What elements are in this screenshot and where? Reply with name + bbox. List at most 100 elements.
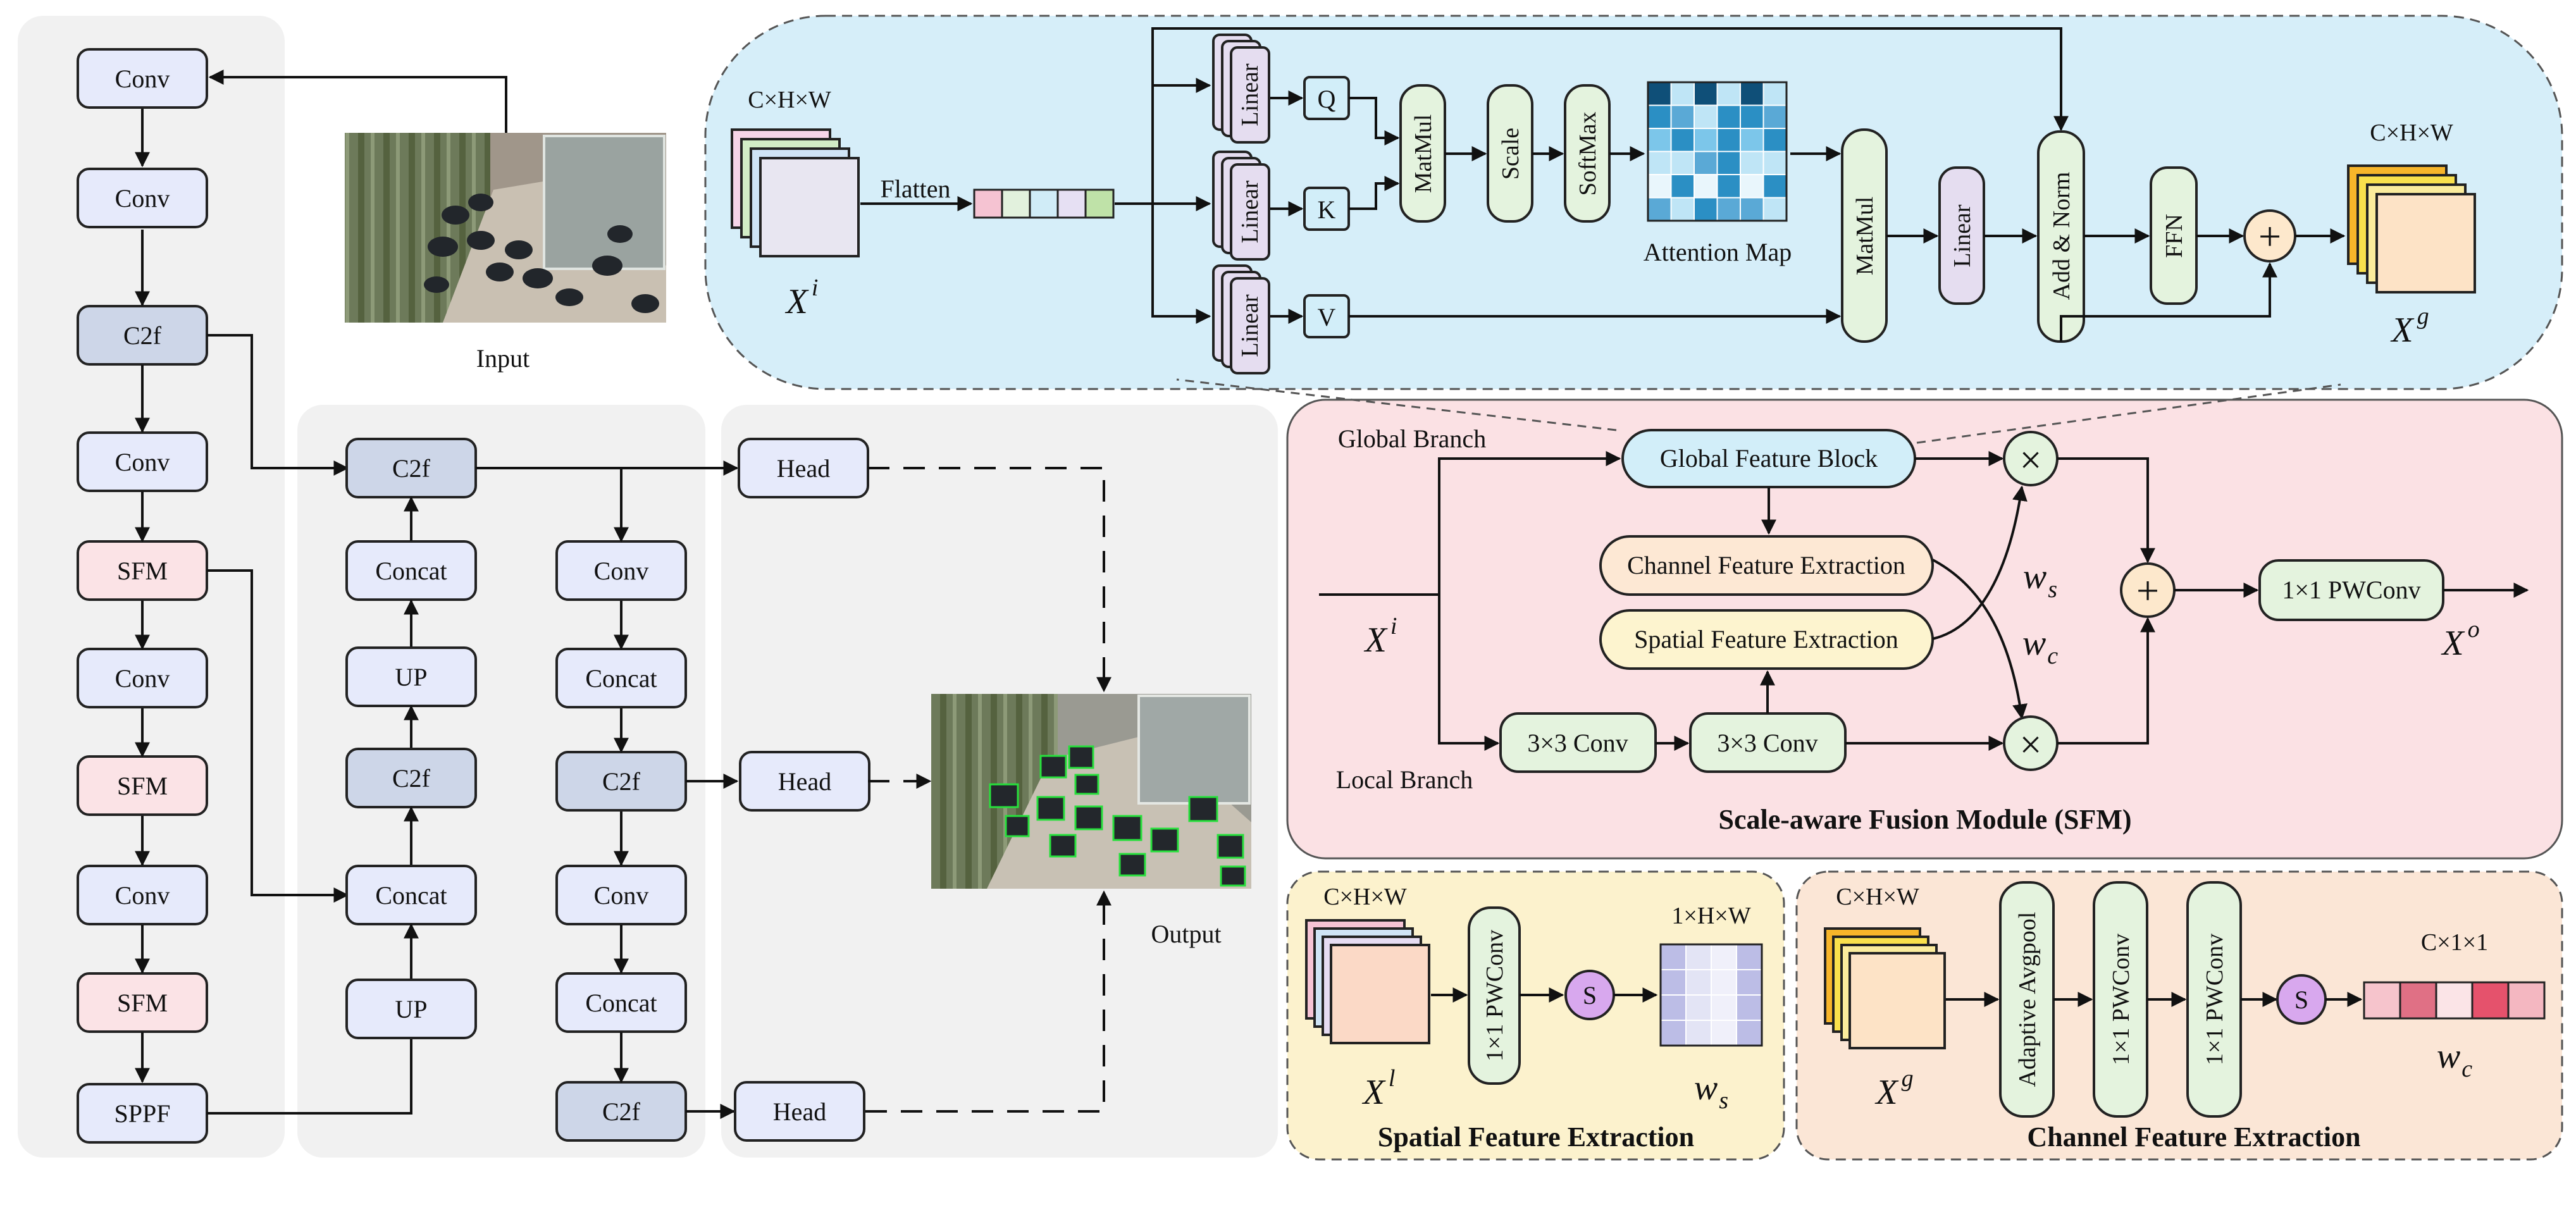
neck-down-block-4: Conv	[555, 865, 687, 925]
spatial-input-stack	[1305, 919, 1430, 1044]
attention-cell	[1716, 151, 1741, 175]
channel-fe-label: Channel Feature Extraction	[1627, 551, 1905, 579]
backbone-block-5-label: SFM	[117, 557, 168, 585]
attention-cell	[1647, 174, 1672, 199]
arrow-input-to-conv	[208, 70, 507, 133]
channel-feature-panel	[1795, 870, 2563, 1161]
head-2: Head	[739, 751, 870, 812]
attention-cell	[1694, 82, 1718, 106]
head-1-label: Head	[777, 454, 830, 483]
backbone-block-3-label: C2f	[123, 321, 162, 350]
attention-cell	[1740, 197, 1764, 221]
q-label: Q	[1318, 85, 1336, 113]
mul-local-symbol: ×	[2020, 724, 2042, 767]
attention-cell	[1740, 151, 1764, 175]
arrow-mul-local-add	[2057, 617, 2155, 744]
channel-out-var: wc	[2437, 1037, 2472, 1082]
attention-cell	[1762, 174, 1787, 199]
channel-vector-cell	[2471, 981, 2510, 1020]
arrow-to-global-block	[1438, 451, 1621, 595]
neck-down-block-2: Concat	[555, 648, 687, 708]
neck-up-block-6-box	[345, 979, 477, 1039]
arrow-to-local-conv	[1438, 595, 1500, 751]
neck-up-block-4: C2f	[345, 748, 477, 808]
neck-down-block-3-label: C2f	[602, 767, 641, 796]
arrow-residual	[1151, 27, 2069, 132]
backbone-block-7-label: SFM	[117, 772, 168, 800]
channel-vector-cell	[2363, 981, 2401, 1020]
gfb-out-dims: C×H×W	[2370, 120, 2453, 146]
head-3-label: Head	[773, 1097, 826, 1126]
spatial-map-cell	[1660, 944, 1687, 970]
neck-down-block-6-label: C2f	[602, 1097, 641, 1126]
matmul1-label: MatMul	[1410, 114, 1437, 194]
attention-cell	[1647, 197, 1672, 221]
neck-down-block-1-label: Conv	[594, 557, 649, 585]
scale-label: Scale	[1497, 128, 1524, 180]
backbone-block-2-box	[77, 168, 208, 228]
channel-vector-cell	[2399, 981, 2437, 1020]
attention-cell	[1647, 104, 1672, 129]
neck-up-block-2-label: Concat	[375, 557, 447, 585]
backbone-block-9: SFM	[77, 972, 208, 1033]
spatial-sigmoid-label: S	[1583, 981, 1597, 1010]
backbone-block-7: SFM	[77, 755, 208, 816]
backbone-block-2: Conv	[77, 168, 208, 228]
gfb-add-symbol: +	[2258, 214, 2281, 259]
linear-k-stack: Linear	[1212, 151, 1270, 261]
spatial-map-cell	[1685, 944, 1712, 970]
backbone-block-5: SFM	[77, 540, 208, 601]
linear-out-label: Linear	[1949, 204, 1976, 268]
gfb-in-dims: C×H×W	[748, 87, 831, 113]
arrow-to-linear-v	[1151, 204, 1211, 324]
spatial-map-cell	[1685, 994, 1712, 1021]
sfm-pwconv-label: 1×1 PWConv	[2282, 576, 2420, 604]
attention-cell	[1716, 104, 1741, 129]
zoom-line-left	[1176, 378, 1617, 431]
spatial-map-cell	[1711, 969, 1737, 996]
linear-q-label: Linear	[1237, 63, 1263, 127]
attention-cell	[1694, 151, 1718, 175]
spatial-map-cell	[1711, 944, 1737, 970]
backbone-block-8-label: Conv	[115, 881, 170, 910]
flatten-label: Flatten	[880, 175, 950, 203]
neck-down-block-5-label: Concat	[585, 989, 657, 1017]
attention-cell	[1740, 82, 1764, 106]
sfm-add-symbol: +	[2136, 568, 2159, 613]
channel-in-dims: C×H×W	[1836, 884, 1919, 910]
arrow-mul-global-add	[2057, 457, 2155, 564]
ffn-label: FFN	[2161, 214, 2188, 258]
gfb-output-stack	[2347, 164, 2476, 293]
arrow-sppf-to-up	[207, 1018, 419, 1115]
attention-cell	[1762, 128, 1787, 152]
backbone-block-6-label: Conv	[115, 664, 170, 693]
channel-vector-cell	[2507, 981, 2546, 1020]
channel-fe-box	[1599, 535, 1934, 596]
spatial-panel-title: Spatial Feature Extraction	[1378, 1121, 1694, 1152]
dash-head3	[865, 890, 1112, 1113]
neck-down-block-5: Concat	[555, 972, 687, 1033]
ws-label: ws	[2023, 557, 2057, 603]
global-feature-block-label: Global Feature Block	[1660, 444, 1878, 473]
neck-up-block-5-label: Concat	[375, 881, 447, 910]
attention-cell	[1670, 151, 1695, 175]
spatial-map-cell	[1660, 994, 1687, 1021]
avgpool-label: Adaptive Avgpool	[2014, 912, 2041, 1087]
linear-k-label: Linear	[1237, 180, 1263, 244]
channel-panel-title: Channel Feature Extraction	[2027, 1121, 2360, 1152]
neck-down-block-1: Conv	[555, 540, 687, 601]
input-image	[345, 133, 666, 323]
local-conv1-label: 3×3 Conv	[1527, 729, 1628, 757]
global-branch-label: Global Branch	[1338, 424, 1486, 453]
softmax-label: SoftMax	[1575, 112, 1601, 196]
attention-cell	[1740, 128, 1764, 152]
head-3: Head	[734, 1081, 865, 1142]
channel-out-dims: C×1×1	[2421, 929, 2488, 956]
spatial-fe-label: Spatial Feature Extraction	[1634, 625, 1898, 653]
spatial-map-cell	[1685, 1020, 1712, 1046]
